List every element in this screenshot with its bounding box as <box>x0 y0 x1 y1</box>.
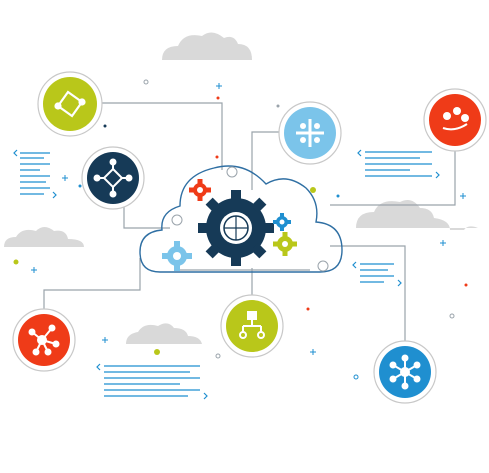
connector-sync <box>99 102 223 170</box>
hub-nodes-icon <box>93 158 133 198</box>
node-hub[interactable] <box>81 146 145 210</box>
node-tile-grid[interactable] <box>278 101 342 165</box>
node-sync[interactable] <box>37 71 103 137</box>
gear-outline-small <box>171 166 329 272</box>
gear-sky <box>162 241 192 271</box>
decorative-dots <box>13 79 468 380</box>
gear-lime <box>273 232 297 256</box>
decorative-pluses <box>31 83 466 355</box>
node-network-left[interactable] <box>12 308 76 372</box>
code-snippet-left <box>20 152 50 195</box>
node-bubbles[interactable] <box>423 88 487 152</box>
bubble-chart-icon <box>442 107 469 131</box>
node-flow[interactable] <box>220 294 284 358</box>
connector-grid <box>251 131 280 190</box>
bg-cloud-right <box>356 200 478 230</box>
code-snippet-right <box>365 151 432 177</box>
node-network-right[interactable] <box>373 340 437 404</box>
bg-cloud-left <box>4 227 84 247</box>
cloud-outline <box>139 165 343 273</box>
connector-bubbles <box>330 150 456 206</box>
grid-cross-icon <box>296 119 324 147</box>
background-clouds <box>4 32 478 344</box>
connector-network-right <box>330 245 406 343</box>
chevrons <box>13 149 440 400</box>
code-snippet-mid-right <box>360 263 394 283</box>
bg-cloud-bottom <box>126 323 202 344</box>
code-snippet-bottom <box>104 365 200 397</box>
star-network-icon <box>389 354 421 390</box>
central-cloud <box>139 165 343 273</box>
connector-lines <box>43 102 456 343</box>
sync-arrows-icon <box>54 90 86 118</box>
gear-red <box>189 179 211 201</box>
network-graph-icon <box>28 324 60 356</box>
big-gear <box>198 190 274 266</box>
bg-cloud-top <box>162 32 252 60</box>
flowchart-icon <box>239 311 265 339</box>
gear-blue-small <box>273 213 291 231</box>
connector-network-left <box>43 258 141 310</box>
